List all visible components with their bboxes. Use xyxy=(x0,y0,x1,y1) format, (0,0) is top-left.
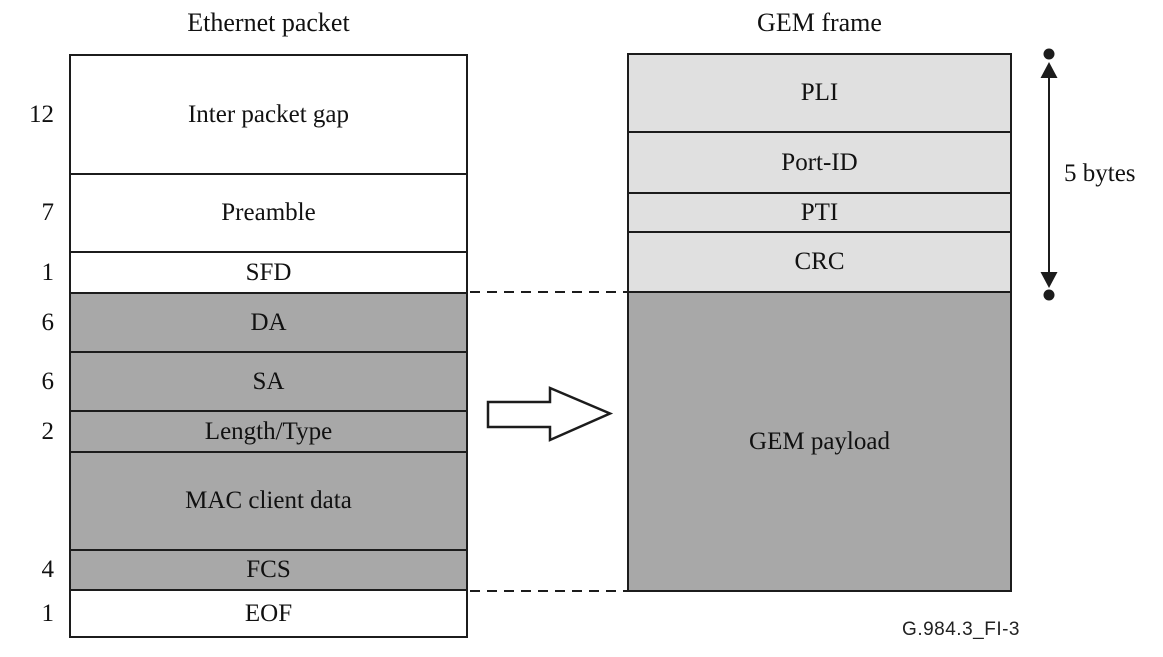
gem-row-payload: GEM payload xyxy=(629,293,1010,590)
byte-count: 12 xyxy=(29,100,54,128)
row-label: Inter packet gap xyxy=(187,100,350,128)
ethernet-row-fcs: 4 FCS xyxy=(42,551,466,591)
row-label: MAC client data xyxy=(185,487,352,514)
row-label: FCS xyxy=(246,556,291,583)
figure-caption: G.984.3_FI-3 xyxy=(902,619,1020,640)
byte-count: 1 xyxy=(41,258,55,286)
gem-row-pti: PTI xyxy=(629,194,1010,233)
row-label: SFD xyxy=(245,258,292,286)
gem-row-crc: CRC xyxy=(629,233,1010,293)
five-bytes-span-arrow-icon xyxy=(1040,48,1058,301)
byte-count: 6 xyxy=(41,308,55,336)
ethernet-row-da: 6 DA xyxy=(42,294,466,353)
row-label: GEM payload xyxy=(749,427,890,455)
gem-row-pli: PLI xyxy=(629,55,1010,133)
row-label: DA xyxy=(250,308,287,336)
ethernet-row-inter-packet-gap: 12 Inter packet gap xyxy=(29,56,466,175)
ethernet-row-length-type: 2 Length/Type xyxy=(42,412,466,453)
row-label: EOF xyxy=(244,599,293,627)
right-block-arrow-icon xyxy=(486,386,614,442)
ethernet-row-sa: 6 SA xyxy=(42,353,466,412)
ethernet-row-mac-client-data: MAC client data xyxy=(71,453,466,551)
byte-count: 2 xyxy=(41,417,55,445)
row-label: CRC xyxy=(794,248,845,275)
row-label: Port-ID xyxy=(781,148,858,176)
five-bytes-label: 5 bytes xyxy=(1064,160,1136,187)
ethernet-row-preamble: 7 Preamble xyxy=(42,175,466,253)
row-label: SA xyxy=(252,367,285,395)
byte-count: 6 xyxy=(41,367,55,395)
mapping-dashed-line-top xyxy=(470,291,627,293)
ethernet-row-sfd: 1 SFD xyxy=(42,253,466,294)
ethernet-row-eof: 1 EOF xyxy=(42,591,466,636)
row-label: Preamble xyxy=(221,199,316,226)
gem-row-port-id: Port-ID xyxy=(629,133,1010,194)
row-label: PLI xyxy=(800,79,839,106)
gem-frame-title: GEM frame xyxy=(757,8,882,37)
row-label: PTI xyxy=(800,198,839,226)
gem-frame-stack: PLI Port-ID PTI CRC GEM payload xyxy=(627,53,1012,592)
ethernet-packet-title: Ethernet packet xyxy=(187,8,350,37)
row-label: Length/Type xyxy=(204,417,333,445)
mapping-dashed-line-bottom xyxy=(470,590,627,592)
ethernet-packet-stack: 12 Inter packet gap 7 Preamble 1 SFD 6 D… xyxy=(29,54,468,638)
byte-count: 7 xyxy=(41,199,55,226)
byte-count: 4 xyxy=(41,556,55,583)
byte-count: 1 xyxy=(41,599,55,627)
